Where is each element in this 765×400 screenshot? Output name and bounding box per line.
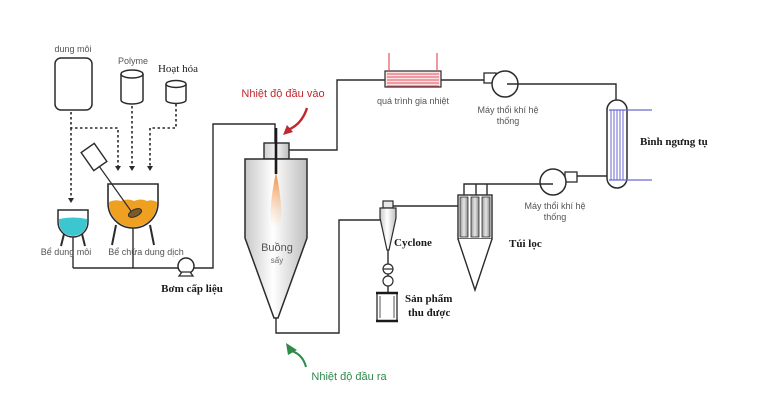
dashed-feed-lines: [68, 104, 177, 203]
condenser-label: Bình ngưng tụ: [640, 136, 708, 148]
blower-mid-icon: [539, 168, 578, 196]
solvent-container-label: dung môi: [54, 44, 91, 54]
inlet-temperature-arrow-icon: [283, 107, 309, 135]
heater-label: quá trình gia nhiệt: [377, 96, 450, 106]
polymer-container: [120, 69, 144, 105]
product-container-icon: [376, 291, 398, 323]
activator-container: [165, 79, 187, 105]
blower-mid-label-line1: Máy thổi khí hệ: [524, 201, 585, 211]
feed-pump-icon: [177, 257, 195, 277]
mixer-icon: [80, 142, 143, 218]
condenser-icon: [606, 99, 652, 189]
outlet-temperature-label: Nhiệt độ đầu ra: [311, 371, 387, 383]
blower-to-bagfilter-pipe: [463, 183, 553, 195]
solvent-basin-label: Bể dung môi: [41, 247, 92, 257]
hot-air-pipe: [289, 79, 385, 151]
bag-filter-label: Túi lọc: [509, 238, 542, 250]
drying-chamber-label-line1: Buồng: [261, 242, 293, 254]
activator-label: Hoạt hóa: [158, 63, 198, 75]
cyclone-icon: [379, 200, 397, 293]
inlet-temperature-label: Nhiệt độ đầu vào: [241, 88, 324, 100]
solvent-basin: [57, 209, 89, 268]
polymer-label: Polyme: [118, 56, 148, 66]
heater-icon: [384, 53, 442, 88]
chamber-outlet-pipe: [275, 219, 380, 334]
drying-chamber: [244, 128, 308, 319]
product-label-line1: Sản phẩm: [405, 293, 452, 305]
bag-filter-icon: [457, 194, 493, 293]
solvent-container: [54, 57, 93, 111]
blower-top-label-line2: thống: [497, 116, 520, 126]
blower-top-label-line1: Máy thổi khí hệ: [477, 105, 538, 115]
outlet-temperature-arrow-icon: [286, 343, 307, 368]
blower-to-condenser-pipe: [507, 83, 617, 100]
product-label-line2: thu được: [408, 307, 450, 319]
feed-pump-label: Bơm cấp liệu: [161, 283, 223, 295]
solution-tank: [107, 183, 159, 268]
cyclone-label: Cyclone: [394, 237, 432, 249]
solution-tank-label: Bể chứa dung dịch: [108, 247, 184, 257]
blower-mid-label-line2: thống: [544, 212, 567, 222]
drying-chamber-label-line2: sấy: [271, 256, 283, 265]
